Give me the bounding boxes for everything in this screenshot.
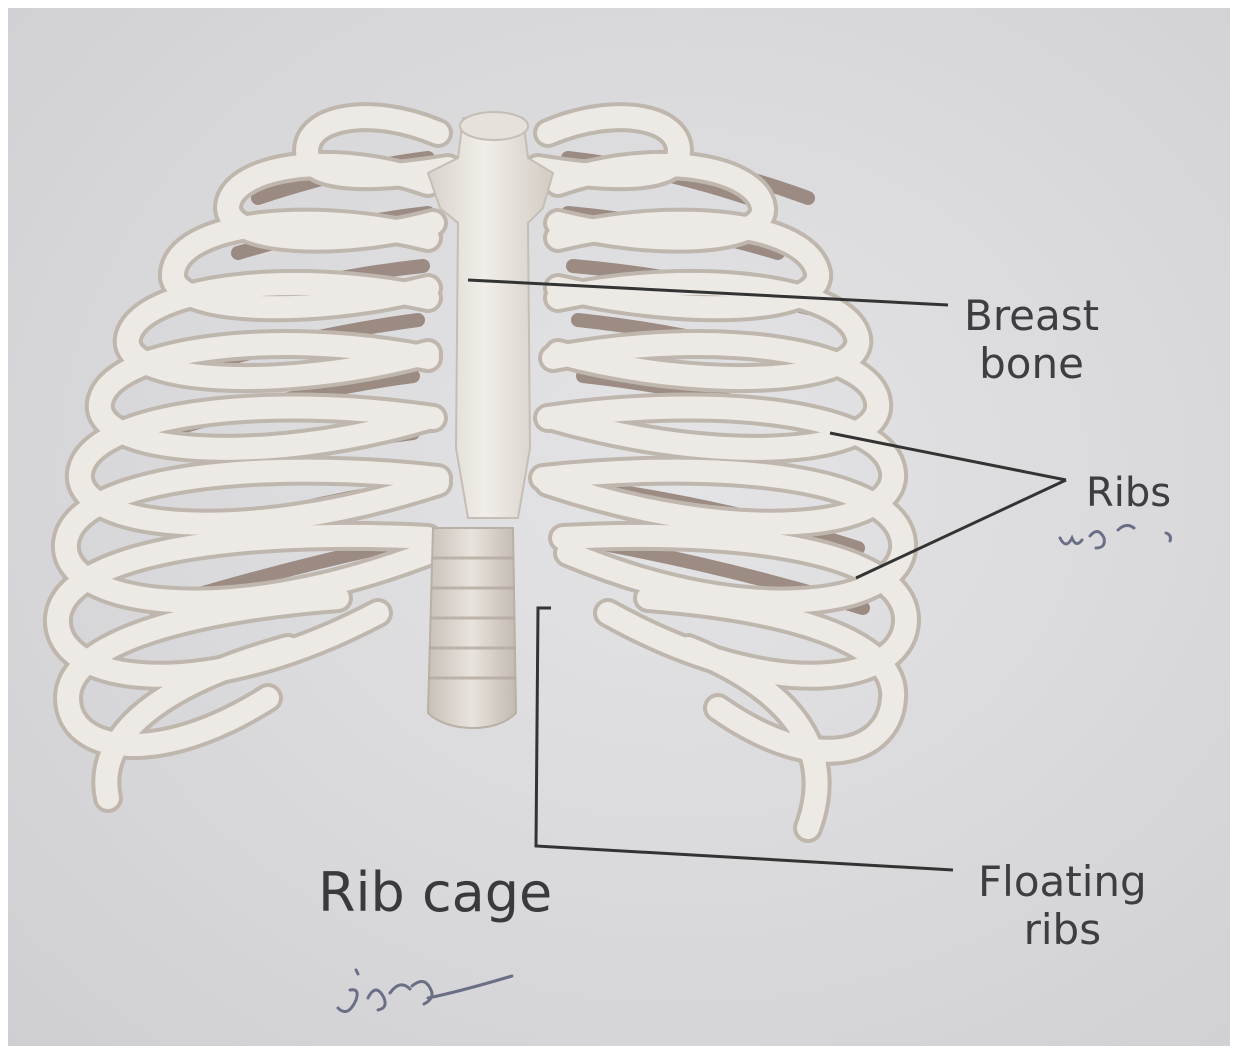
- breast-bone-label: Breast bone: [964, 292, 1099, 388]
- left-ribs: [58, 117, 448, 798]
- scribble-near-title: [338, 970, 512, 1012]
- diagram-photo: Breast bone Ribs Floating ribs Rib cage: [8, 8, 1230, 1046]
- right-ribs: [538, 117, 906, 828]
- scribble-near-ribs: [1060, 525, 1171, 548]
- breast-bone-label-line-2: bone: [964, 340, 1099, 388]
- breast-bone-label-line-1: Breast: [964, 292, 1099, 340]
- diagram-title: Rib cage: [318, 866, 552, 920]
- floating-ribs-label-line-2: ribs: [978, 906, 1147, 954]
- floating-ribs-label-line-1: Floating: [978, 858, 1147, 906]
- floating-ribs-label: Floating ribs: [978, 858, 1147, 954]
- ribs-label: Ribs: [1086, 473, 1171, 513]
- ribs-leader-upper: [830, 433, 1066, 480]
